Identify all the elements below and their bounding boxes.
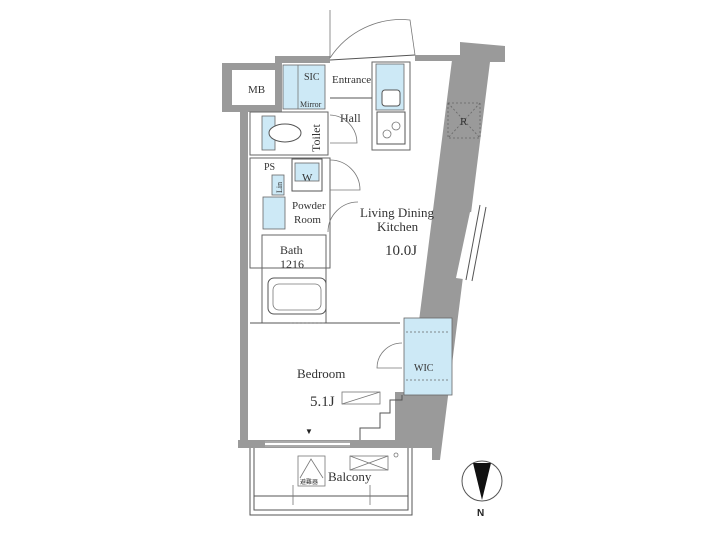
toilet-fixture-icon: [268, 123, 302, 143]
balcony-railing: [249, 448, 413, 516]
label-refrigerator: R: [460, 116, 468, 128]
sic-closet: [282, 64, 326, 110]
room-label-balcony: Balcony: [328, 469, 372, 484]
label-ps: PS: [264, 162, 275, 173]
north-compass-icon: N: [461, 460, 503, 519]
room-label-powder-1: Powder: [292, 200, 326, 212]
entrance-marker-icon: ▼: [305, 427, 313, 436]
room-label-wic: WIC: [414, 363, 434, 374]
label-bath-size: 1216: [280, 257, 304, 271]
room-label-sic: SIC: [304, 72, 320, 83]
wall-mb-divider: [275, 56, 282, 112]
label-washer: W: [302, 172, 313, 184]
room-label-entrance: Entrance: [332, 74, 371, 86]
stove: [376, 111, 406, 145]
entrance-door-swing: [329, 19, 416, 59]
label-linen: Lin: [275, 182, 284, 193]
burner-icon: [382, 129, 392, 139]
bathtub-icon: [267, 277, 327, 315]
label-bedroom-size: 5.1J: [310, 394, 335, 410]
mb-wall: [222, 63, 280, 112]
wall-top-right: [415, 55, 460, 61]
linen-closet: [271, 174, 285, 196]
wall-left: [240, 108, 248, 443]
room-label-powder-2: Room: [294, 214, 321, 226]
toilet-room: [249, 111, 329, 156]
vanity: [262, 196, 286, 230]
room-label-mb: MB: [248, 84, 265, 96]
label-evacuation-hatch: 避難器: [300, 478, 318, 486]
wic-closet: [403, 317, 453, 396]
room-label-ldk-1: Living Dining: [360, 205, 435, 220]
ac-unit-icon: [341, 391, 381, 405]
label-ldk-size: 10.0J: [385, 243, 417, 259]
compass-label: N: [477, 508, 484, 519]
window: [456, 212, 486, 280]
refrigerator-space: [447, 102, 481, 139]
room-label-bedroom: Bedroom: [297, 366, 345, 381]
evacuation-hatch: [297, 455, 326, 487]
room-label-ldk-2: Kitchen: [377, 219, 419, 234]
burner-icon: [391, 121, 401, 131]
sink-icon: [381, 89, 401, 107]
room-label-toilet: Toilet: [309, 124, 323, 152]
label-mirror: Mirror: [300, 100, 322, 109]
wall-top-left: [278, 56, 330, 63]
room-label-hall: Hall: [340, 111, 361, 125]
outdoor-unit-icon: [349, 455, 389, 471]
room-label-bath: Bath: [280, 243, 303, 257]
